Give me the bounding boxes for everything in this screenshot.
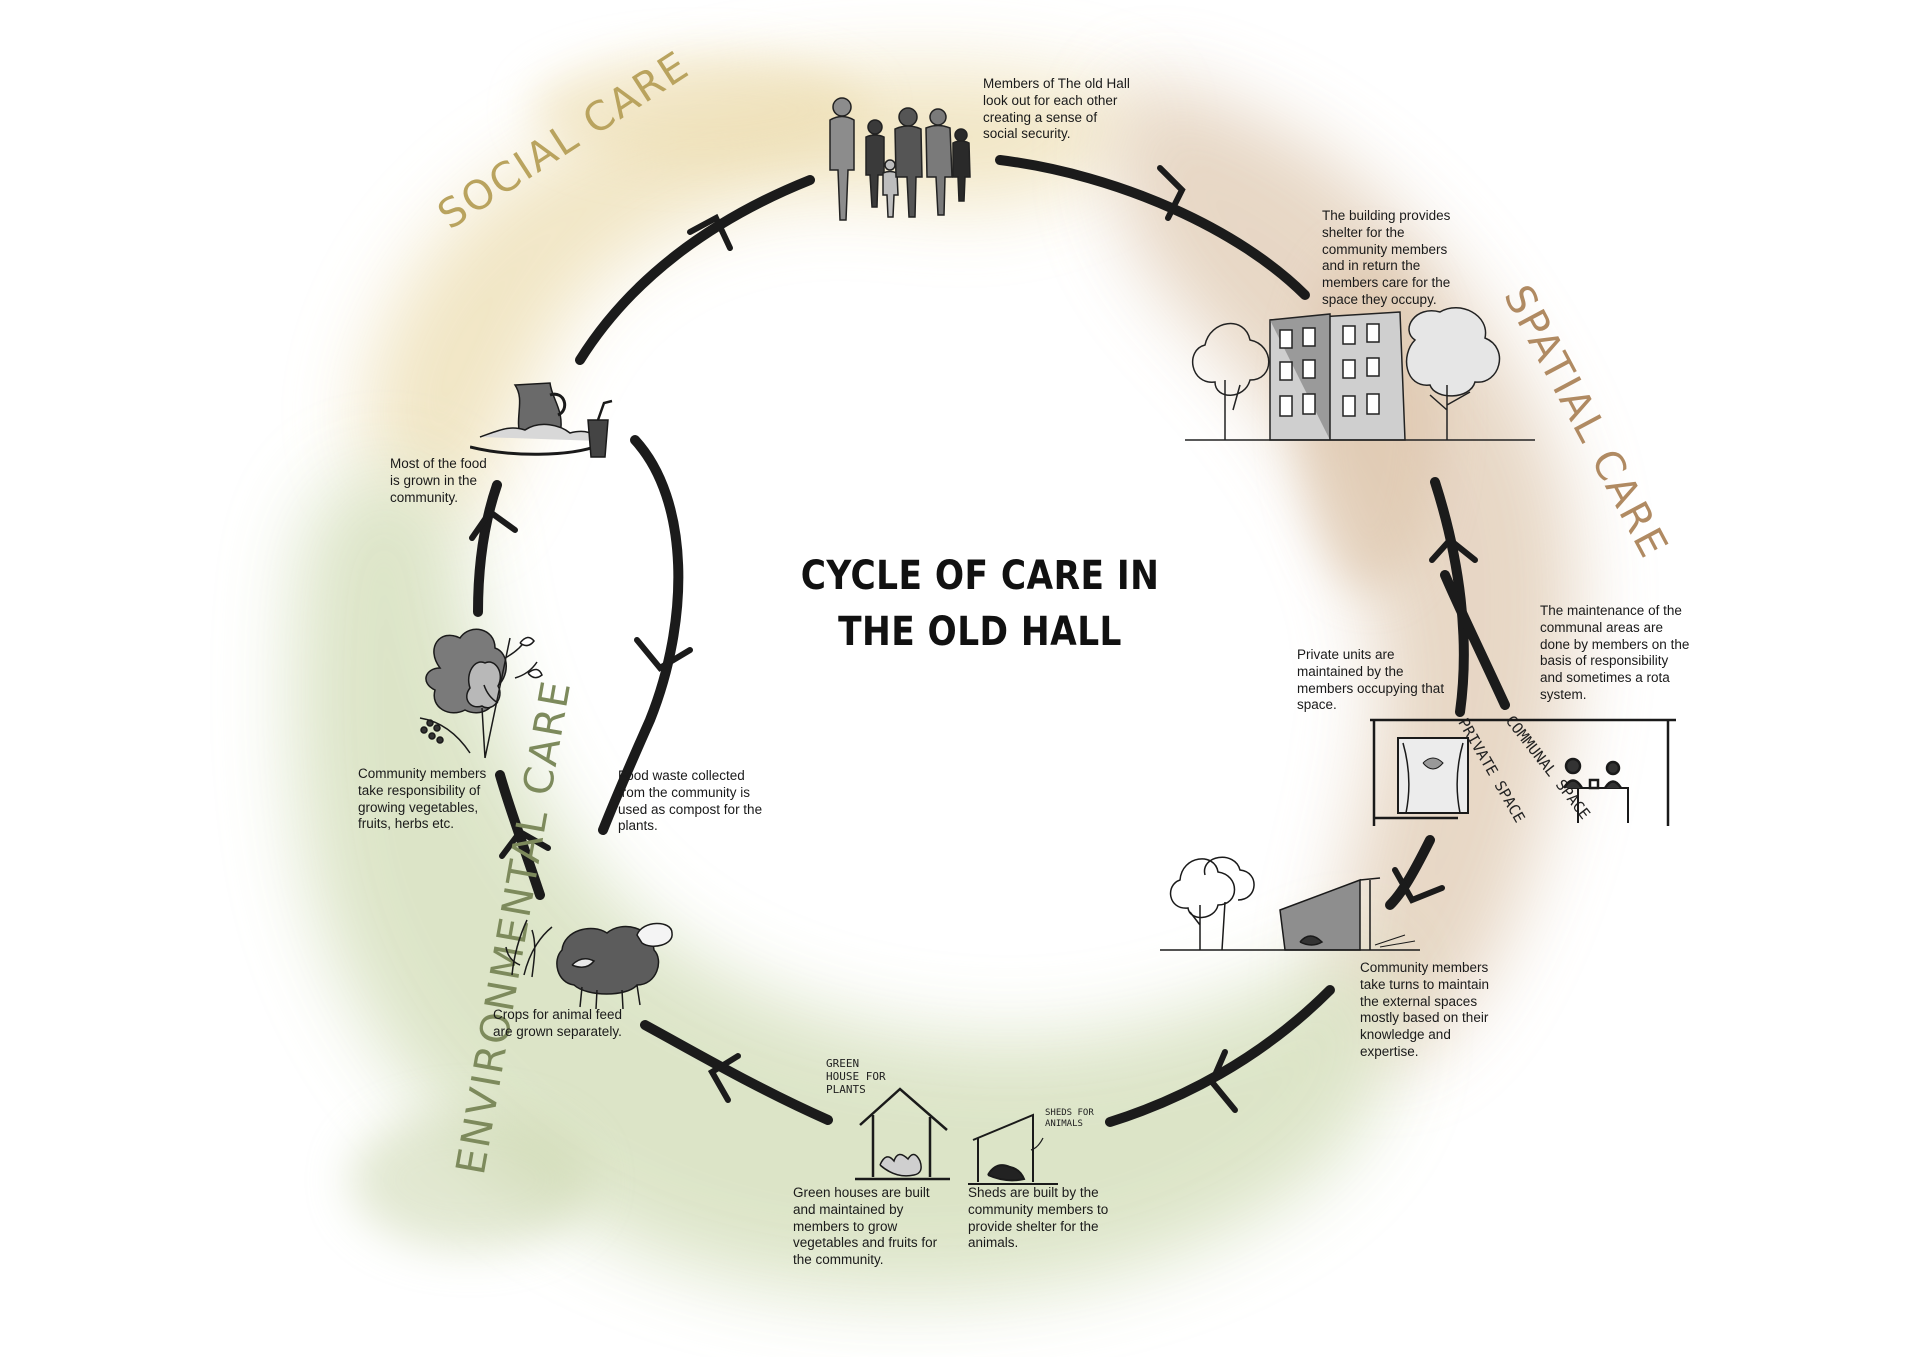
sheep-with-crops-icon bbox=[505, 919, 673, 1010]
animal-shed-icon bbox=[968, 1113, 1058, 1185]
note-communal-maintenance: The maintenance of the communal areas ar… bbox=[1540, 603, 1690, 702]
note-food-grown: Most of the food is grown in the communi… bbox=[390, 456, 487, 505]
note-private-units: Private units are maintained by the memb… bbox=[1297, 647, 1445, 713]
note-social-security: Members of The old Hall look out for eac… bbox=[983, 76, 1130, 142]
arrow-communal-to-maintenance bbox=[1440, 570, 1510, 710]
note-sheds: Sheds are built by the community members… bbox=[968, 1185, 1109, 1251]
trees-and-shed-icon bbox=[1160, 856, 1420, 951]
arrow-units-to-external bbox=[1385, 835, 1435, 910]
vegetable-plants-icon bbox=[419, 628, 543, 759]
arrow-greenhouse-to-sheep bbox=[640, 1020, 833, 1125]
greenhouse-icon bbox=[855, 1087, 950, 1181]
note-external-spaces: Community members take turns to maintain… bbox=[1360, 960, 1490, 1059]
arrow-plants-to-food bbox=[473, 480, 502, 617]
jug-and-food-tray-icon bbox=[470, 382, 613, 458]
private-communal-units-icon bbox=[1370, 718, 1676, 826]
social-care-wash bbox=[360, 67, 1150, 521]
sheds-for-animals-label: SHEDS FOR ANIMALS bbox=[1045, 1108, 1094, 1129]
note-building-shelter: The building provides shelter for the co… bbox=[1322, 208, 1451, 307]
title-line-2: THE OLD HALL bbox=[838, 609, 1122, 655]
arrow-food-to-people bbox=[575, 175, 815, 365]
title-line-1: CYCLE OF CARE IN bbox=[800, 553, 1160, 599]
old-hall-building-icon bbox=[1185, 307, 1535, 441]
note-green-houses: Green houses are built and maintained by… bbox=[793, 1185, 938, 1268]
note-growing: Community members take responsibility of… bbox=[358, 766, 487, 832]
people-group-icon bbox=[829, 97, 971, 221]
note-food-waste: Food waste collected from the community … bbox=[618, 768, 763, 834]
environmental-care-wash bbox=[293, 467, 1394, 1297]
diagram-title: CYCLE OF CARE IN THE OLD HALL bbox=[774, 548, 1187, 660]
note-animal-feed: Crops for animal feed are grown separate… bbox=[493, 1007, 623, 1039]
arrowheads bbox=[469, 165, 1478, 1113]
arrow-food-to-compost bbox=[598, 435, 684, 835]
arrow-external-to-sheds bbox=[1105, 985, 1335, 1127]
green-house-label: GREEN HOUSE FOR PLANTS bbox=[826, 1057, 886, 1096]
